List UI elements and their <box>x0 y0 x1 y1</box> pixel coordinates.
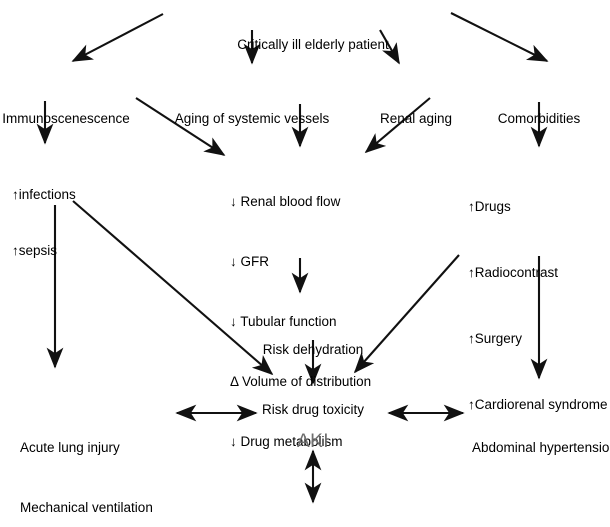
node-label-line-2: Mechanical ventilation <box>20 500 153 515</box>
node-immunoscenescence: Immunoscenescence <box>2 76 130 161</box>
edge-immunoscenescence-to-renal-function <box>135 97 226 156</box>
node-label-line-3: ↓ Tubular function <box>230 314 337 329</box>
node-renal-function-decline: ↓ Renal blood flow ↓ GFR ↓ Tubular funct… <box>230 152 371 492</box>
edge-root-to-renal-aging <box>379 29 400 65</box>
node-label-line-1: ↓ Renal blood flow <box>230 194 341 209</box>
node-aki: AKI <box>297 399 329 484</box>
node-label: Aging of systemic vessels <box>174 111 330 126</box>
edge-root-to-immunoscenescence <box>71 13 164 62</box>
node-label-line-1: ↑Drugs <box>468 199 511 214</box>
node-label: AKI <box>296 431 330 452</box>
edge-infections-to-aki <box>72 200 274 376</box>
node-nephrotoxic-exposures: ↑Drugs ↑Radiocontrast ↑Surgery ↑Cardiore… <box>468 152 608 460</box>
node-acute-lung-injury: Acute lung injury Mechanical ventilation <box>20 398 153 527</box>
node-infections-sepsis: ↑infections ↑sepsis <box>12 152 76 293</box>
node-comorbidities: Comorbidities <box>498 76 581 161</box>
node-label: Comorbidities <box>497 111 581 126</box>
node-label-line-5: ↓ Drug metabolism <box>230 434 343 449</box>
node-critically-ill-elderly-patient: Critically ill elderly patient <box>237 2 389 87</box>
node-renal-aging: Renal aging <box>380 76 452 161</box>
node-label: Immunoscenescence <box>2 111 130 126</box>
node-label-line-4: ↑Cardiorenal syndrome <box>468 397 608 412</box>
node-label-line-3: ↑Surgery <box>468 331 523 346</box>
node-label-line-1: Acute lung injury <box>20 440 120 455</box>
node-label-line-1: Risk dehydration <box>262 342 364 357</box>
node-abdominal-hypertension: Abdominal hypertension <box>472 405 610 490</box>
node-label-line-4: Δ Volume of distribution <box>230 374 372 389</box>
node-label-line-1: ↑infections <box>12 187 76 202</box>
node-label-line-2: ↓ GFR <box>230 254 269 269</box>
node-label: Renal aging <box>379 111 453 126</box>
node-label: Critically ill elderly patient <box>237 37 389 52</box>
node-capacity-for-renal-repair: ↓Capacity for renal repair <box>238 508 389 527</box>
node-risk-dehydration-toxicity: Risk dehydration Risk drug toxicity <box>262 300 364 460</box>
node-label-line-2: Risk drug toxicity <box>261 402 365 417</box>
node-label: Abdominal hypertension <box>472 440 610 455</box>
edge-exposures-to-aki <box>353 254 460 374</box>
edge-root-to-comorbidities <box>450 12 549 62</box>
node-label-line-2: ↑sepsis <box>12 243 58 258</box>
node-label-line-2: ↑Radiocontrast <box>468 265 559 280</box>
edge-renal-aging-to-renal-function <box>364 97 431 154</box>
node-aging-of-systemic-vessels: Aging of systemic vessels <box>175 76 330 161</box>
